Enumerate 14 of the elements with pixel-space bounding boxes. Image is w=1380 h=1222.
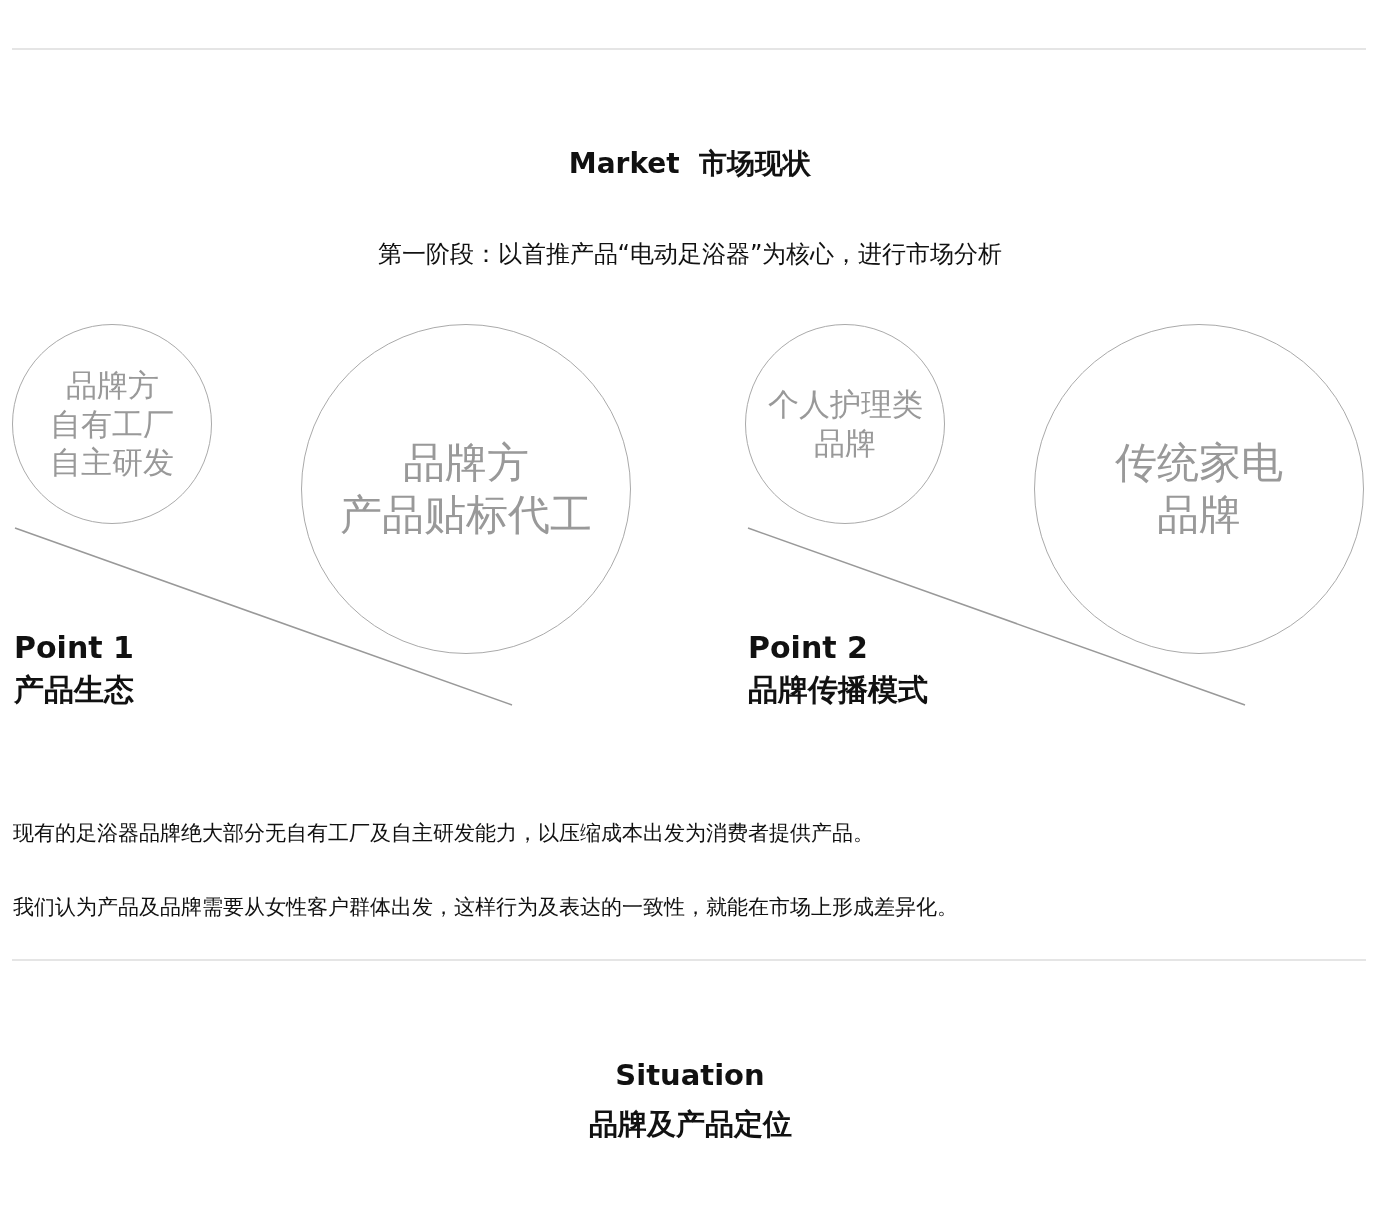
section-title: Market 市场现状 <box>567 146 813 182</box>
section-title: Situation <box>614 1058 766 1092</box>
point-heading: 品牌传播模式 <box>748 671 929 709</box>
point-heading: 产品生态 <box>14 671 135 709</box>
circle-label: 品牌方产品贴标代工 <box>340 436 592 541</box>
circle-label: 个人护理类品牌 <box>767 385 923 463</box>
paragraph: 我们认为产品及品牌需要从女性客户群体出发，这样行为及表达的一致性，就能在市场上形成差异化。 <box>13 894 959 921</box>
circle-label: 传统家电品牌 <box>1115 436 1283 541</box>
point-label: Point 2 <box>748 630 869 665</box>
subtitle: 第一阶段：以首推产品“电动足浴器”为核心，进行市场分析 <box>376 239 1004 270</box>
section-subtitle: 品牌及产品定位 <box>587 1106 793 1143</box>
circle-label: 品牌方自有工厂自主研发 <box>50 365 174 483</box>
point-label: Point 1 <box>14 630 135 665</box>
paragraph: 现有的足浴器品牌绝大部分无自有工厂及自主研发能力，以压缩成本出发为消费者提供产品。 <box>13 820 875 847</box>
